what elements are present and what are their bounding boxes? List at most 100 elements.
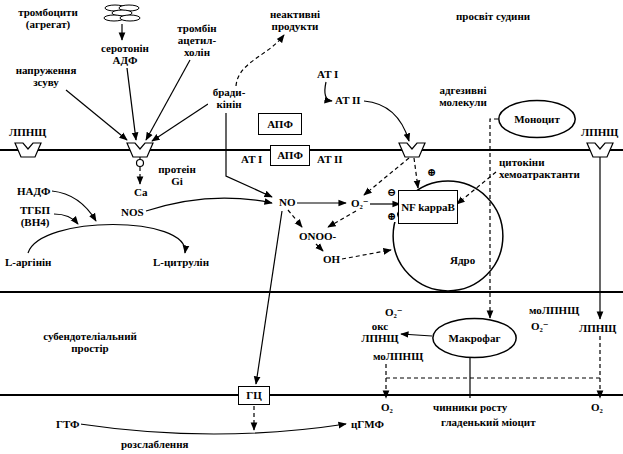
- text-label: субендотеліальний простір: [24, 330, 156, 354]
- text-label: NO: [278, 196, 297, 208]
- arrow-line: [152, 104, 208, 141]
- dashed-arrow: [385, 364, 386, 398]
- text-label: Ca: [133, 186, 148, 198]
- text-label: O₂⁻: [530, 320, 550, 332]
- muscle-border: [0, 394, 623, 396]
- node-label: Моноцит: [514, 113, 560, 125]
- platelet-symbol: [120, 15, 140, 21]
- text-label: ЛПНЩ: [578, 322, 617, 334]
- g-protein-symbol: [137, 160, 144, 167]
- arrow-line: [256, 211, 282, 384]
- sign-symbol: ⊖: [386, 186, 397, 198]
- arrow-line: [325, 82, 332, 101]
- text-label: моЛПНЩ: [372, 350, 424, 362]
- text-label: тромбін ацетил- холін: [170, 22, 224, 58]
- cell-ellipse: Моноцит: [498, 100, 576, 138]
- text-label: протеін Gi: [152, 163, 202, 187]
- enzyme-box: ГЦ: [238, 386, 270, 405]
- text-label: неактивні продукти: [256, 8, 334, 32]
- arrow-line: [599, 157, 600, 319]
- arrow-line: [127, 68, 136, 140]
- node-label: АПФ: [277, 149, 303, 161]
- text-label: бради- кінін: [208, 86, 250, 110]
- text-label: AT II: [334, 94, 362, 106]
- text-label: моЛПНЩ: [528, 304, 580, 316]
- text-label: розслаблення: [120, 438, 190, 450]
- dashed-arrow: [236, 35, 284, 86]
- text-label: просвіт судини: [455, 10, 531, 22]
- node-label: Макрофаг: [449, 332, 501, 344]
- text-label: ГТФ: [55, 418, 81, 430]
- factor-box: NF kappaB: [398, 190, 458, 224]
- arrow-line: [297, 202, 346, 203]
- dashed-line: [386, 377, 600, 378]
- cell-ellipse-shape: [499, 100, 575, 137]
- text-label: ЛПНЩ: [580, 126, 619, 138]
- text-label: AT II: [316, 153, 344, 165]
- receptor-symbol: [15, 143, 41, 157]
- receptor-symbol: [587, 143, 613, 157]
- node-label: АПФ: [267, 118, 293, 130]
- text-label: НАДФ: [16, 185, 51, 197]
- text-label: AT I: [240, 153, 263, 165]
- nucleus-circle-shape: [393, 181, 503, 291]
- node-label: ГЦ: [246, 389, 262, 401]
- text-label: серотонін АДФ: [94, 42, 156, 66]
- dashed-arrow: [328, 211, 356, 227]
- enzyme-box: АПФ: [270, 145, 310, 166]
- node-label: NF kappaB: [401, 201, 455, 213]
- text-label: O₂⁻: [384, 306, 404, 318]
- text-label: L-аргінін: [4, 256, 52, 268]
- cell-ellipse: Макрофаг: [432, 318, 517, 358]
- reaction-arc: [28, 225, 185, 254]
- dashed-arrow: [342, 250, 391, 259]
- arrow-line: [401, 334, 432, 336]
- text-label: гладенький міоцит: [440, 416, 537, 428]
- text-label: адгезивні молекули: [426, 84, 500, 108]
- text-label: O₂: [590, 401, 604, 413]
- text-label: OH: [322, 253, 341, 265]
- text-label: ТГБП (ВН4): [16, 204, 54, 228]
- arrow-line: [54, 214, 78, 224]
- text-label: чинники росту: [432, 401, 508, 413]
- arrow-line: [146, 198, 272, 211]
- dashed-arrow: [599, 336, 600, 398]
- text-label: цГМФ: [350, 418, 385, 430]
- cell-ellipse-shape: [433, 318, 516, 357]
- node-label: Ядро: [450, 254, 475, 266]
- arrow-line: [121, 24, 122, 40]
- receptor-symbol: [399, 143, 425, 157]
- arrow-line: [364, 101, 409, 141]
- text-label: напруження зсуву: [8, 64, 84, 88]
- text-label: O₂: [380, 401, 394, 413]
- text-label: O₂⁻: [350, 197, 370, 209]
- dashed-arrow: [253, 406, 254, 430]
- leader-line: [469, 358, 470, 398]
- text-label: окс ЛПНЩ: [360, 320, 400, 344]
- arrow-line: [66, 90, 127, 140]
- arrow-line: [316, 244, 323, 251]
- text-label: NOS: [120, 206, 145, 218]
- connector-arrow: [490, 119, 498, 318]
- endothelium-membrane: [0, 149, 623, 151]
- text-label: ONOO-: [298, 230, 337, 242]
- sign-symbol: ⊕: [386, 210, 397, 222]
- dashed-arrow: [288, 210, 302, 227]
- dashed-arrow: [139, 167, 140, 184]
- text-label: тромбоцити (агрегат): [8, 6, 88, 30]
- arrow-line: [370, 203, 400, 204]
- enzyme-box: АПФ: [258, 113, 302, 135]
- arrow-line: [52, 191, 96, 221]
- text-label: цитокіни хемоатрактанти: [498, 156, 592, 180]
- sign-symbol: ⊕: [426, 166, 437, 178]
- text-label: L-цитрулін: [152, 256, 210, 268]
- nucleus-circle: Ядро NF kappaB: [392, 180, 504, 292]
- receptor-symbol: [127, 143, 153, 157]
- arrow-line: [146, 60, 190, 140]
- text-label: ЛПНЩ: [8, 126, 47, 138]
- text-label: AT I: [316, 68, 339, 80]
- reaction-arc: [80, 424, 346, 434]
